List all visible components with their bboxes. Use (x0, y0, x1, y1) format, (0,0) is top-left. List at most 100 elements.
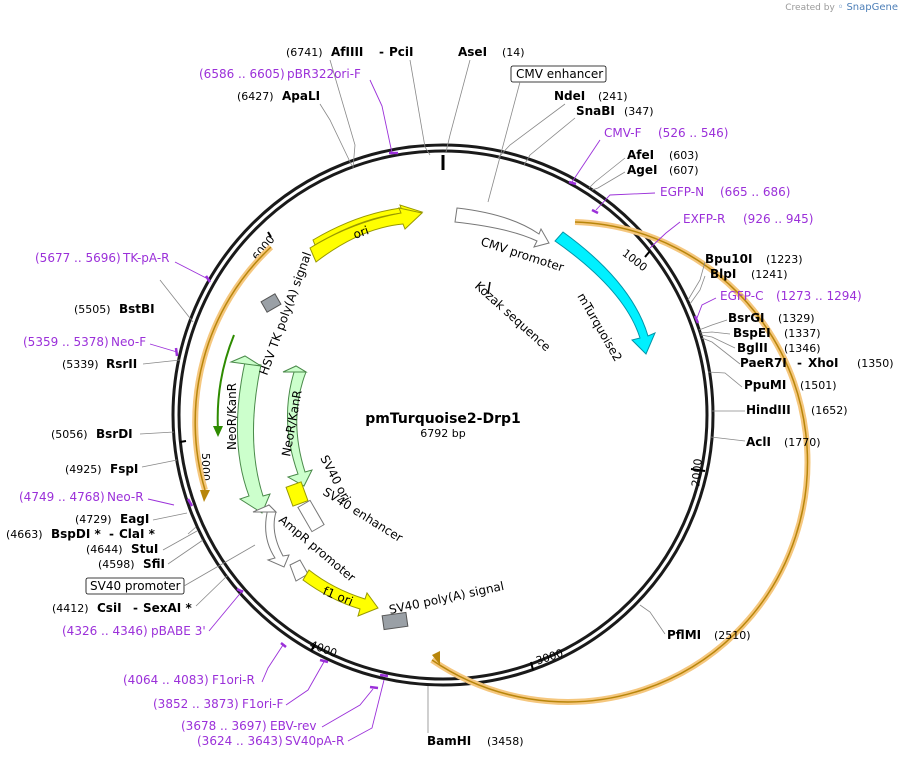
leader-bstbi (159, 279, 194, 323)
leader-pflmi (639, 604, 666, 635)
primer-name-exfp-r: EXFP-R (683, 212, 725, 226)
enzyme-name-hindiii: HindIII (746, 403, 791, 417)
enzyme-sep-xhoi: - (797, 356, 802, 370)
enzyme-name-acli: AclI (746, 435, 771, 449)
leader-eagi (152, 512, 188, 521)
leader-blpi (689, 275, 706, 305)
leader-apali (319, 103, 353, 167)
leader-cmv-f (571, 139, 601, 183)
enzyme-name-clai: ClaI * (119, 527, 156, 541)
primer-range-cmv-f: (526 .. 546) (658, 126, 728, 140)
primer-range-f1ori-r: (4064 .. 4083) (123, 673, 209, 687)
orf-arc-right-head (432, 651, 440, 665)
enzyme-name-bamhi: BamHI (427, 734, 471, 748)
enzyme-pos-eagi: (4729) (75, 513, 112, 526)
mark-cmv-f (568, 180, 577, 186)
tick-2000 (690, 468, 706, 472)
enzyme-name-bstbi: BstBI (119, 302, 155, 316)
sv40-ori-box (285, 481, 309, 507)
neor-orf-line (216, 334, 235, 431)
leader-f1ori-r (261, 644, 284, 683)
enzyme-name-sexai: SexAI * (143, 601, 192, 615)
enzyme-name-bspdi: BspDI * (51, 527, 101, 541)
enzyme-name-sfii: SfiI (143, 557, 165, 571)
snapgene-credit: Created by ◦ SnapGene (785, 2, 898, 13)
primer-range-ebv-rev: (3678 .. 3697) (181, 719, 267, 733)
mark-tk-pa-r (204, 275, 212, 283)
enzyme-pos-bamhi: (3458) (487, 735, 524, 748)
mark-pbabe3 (236, 587, 244, 594)
leader-f1ori-f (285, 659, 326, 706)
primer-name-neo-r: Neo-R (107, 490, 144, 504)
leader-bsrgi (698, 319, 728, 331)
leader-egfp-c (696, 297, 717, 319)
primer-range-egfp-n: (665 .. 686) (720, 185, 790, 199)
enzyme-name-blpi: BlpI (710, 267, 736, 281)
leader-agei (591, 171, 626, 191)
mark-sv40pa-r (379, 673, 389, 678)
leader-xhoi (701, 337, 741, 365)
plasmid-length: 6792 bp (420, 427, 465, 440)
mturquoise2-arrow (554, 231, 656, 355)
enzyme-pos-afliii: (6741) (286, 46, 323, 59)
ori-arrow-body (309, 207, 424, 263)
mark-neo-r (186, 498, 194, 507)
hsv-tk-polya-box (260, 293, 282, 313)
credit-brand: SnapGene (846, 2, 898, 13)
enzyme-name-apali: ApaLI (282, 89, 320, 103)
ori-label: ori (351, 223, 370, 241)
enzyme-pos-hindiii: (1652) (811, 404, 848, 417)
primer-name-pbabe3: pBABE 3' (151, 624, 206, 638)
primer-range-tk-pa-r: (5677 .. 5696) (35, 251, 121, 265)
sv40-promoter-leader (183, 544, 256, 587)
sv40-promoter-tail (252, 504, 278, 513)
primer-name-egfp-n: EGFP-N (660, 185, 704, 199)
leader-sfii (167, 539, 204, 565)
enzyme-pos-ppumi: (1501) (800, 379, 837, 392)
leader-afliii (329, 59, 356, 169)
primer-range-sv40pa-r: (3624 .. 3643) (197, 734, 283, 748)
tick-label-6000: 6000 (250, 233, 277, 263)
tick-4000 (310, 643, 316, 652)
tick-3000 (530, 661, 534, 671)
primer-name-cmv-f: CMV-F (604, 126, 642, 140)
enzyme-name-bglii: BglII (737, 341, 768, 355)
enzyme-pos-fspi: (4925) (65, 463, 102, 476)
enzyme-name-afei: AfeI (627, 148, 654, 162)
enzyme-name-csii: CsiI (97, 601, 122, 615)
orf-arc-left-head (200, 490, 210, 502)
sv40-enhancer-box (297, 499, 325, 533)
enzyme-pos-apali: (6427) (237, 90, 274, 103)
f1-ori-arrow (302, 569, 379, 617)
enzyme-name-snabi: SnaBI (576, 104, 615, 118)
enzyme-name-asei: AseI (458, 45, 487, 59)
leader-bsrdi (139, 431, 175, 435)
enzyme-name-bsrdi: BsrDI (96, 427, 133, 441)
orf-arc-left-line (194, 246, 272, 491)
primer-range-egfp-c: (1273 .. 1294) (776, 289, 862, 303)
enzyme-name-eagi: EagI (120, 512, 149, 526)
enzyme-pos-bglii: (1346) (784, 342, 821, 355)
primer-labels: (6586 .. 6605) pBR322ori-F CMV-F (526 ..… (19, 67, 862, 748)
enzyme-name-agei: AgeI (627, 163, 657, 177)
feature-labels: CMV enhancer CMV promoter Kozak sequence… (85, 65, 625, 617)
enzyme-name-xhoi: XhoI (808, 356, 839, 370)
enzyme-sep-pcii: - (379, 45, 384, 59)
kozak-marker (487, 281, 491, 295)
primer-name-ebv-rev: EBV-rev (270, 719, 316, 733)
sv40-promoter-label: SV40 promoter (90, 579, 181, 593)
leader-bpu10i (687, 261, 706, 301)
enzyme-pos-snabi: (347) (624, 105, 654, 118)
primer-range-exfp-r: (926 .. 945) (743, 212, 813, 226)
leader-bglii (700, 334, 736, 349)
leader-sexai (195, 574, 229, 607)
primer-leaders (147, 79, 717, 742)
leader-fspi (141, 459, 178, 468)
enzyme-name-ndei: NdeI (554, 89, 585, 103)
primer-range-neo-f: (5359 .. 5378) (23, 335, 109, 349)
neor-outer-label: NeoR/KanR (225, 383, 239, 450)
snapgene-logo: ◦ (837, 2, 844, 13)
leader-ppumi (707, 371, 743, 388)
leader-clai (187, 526, 197, 535)
